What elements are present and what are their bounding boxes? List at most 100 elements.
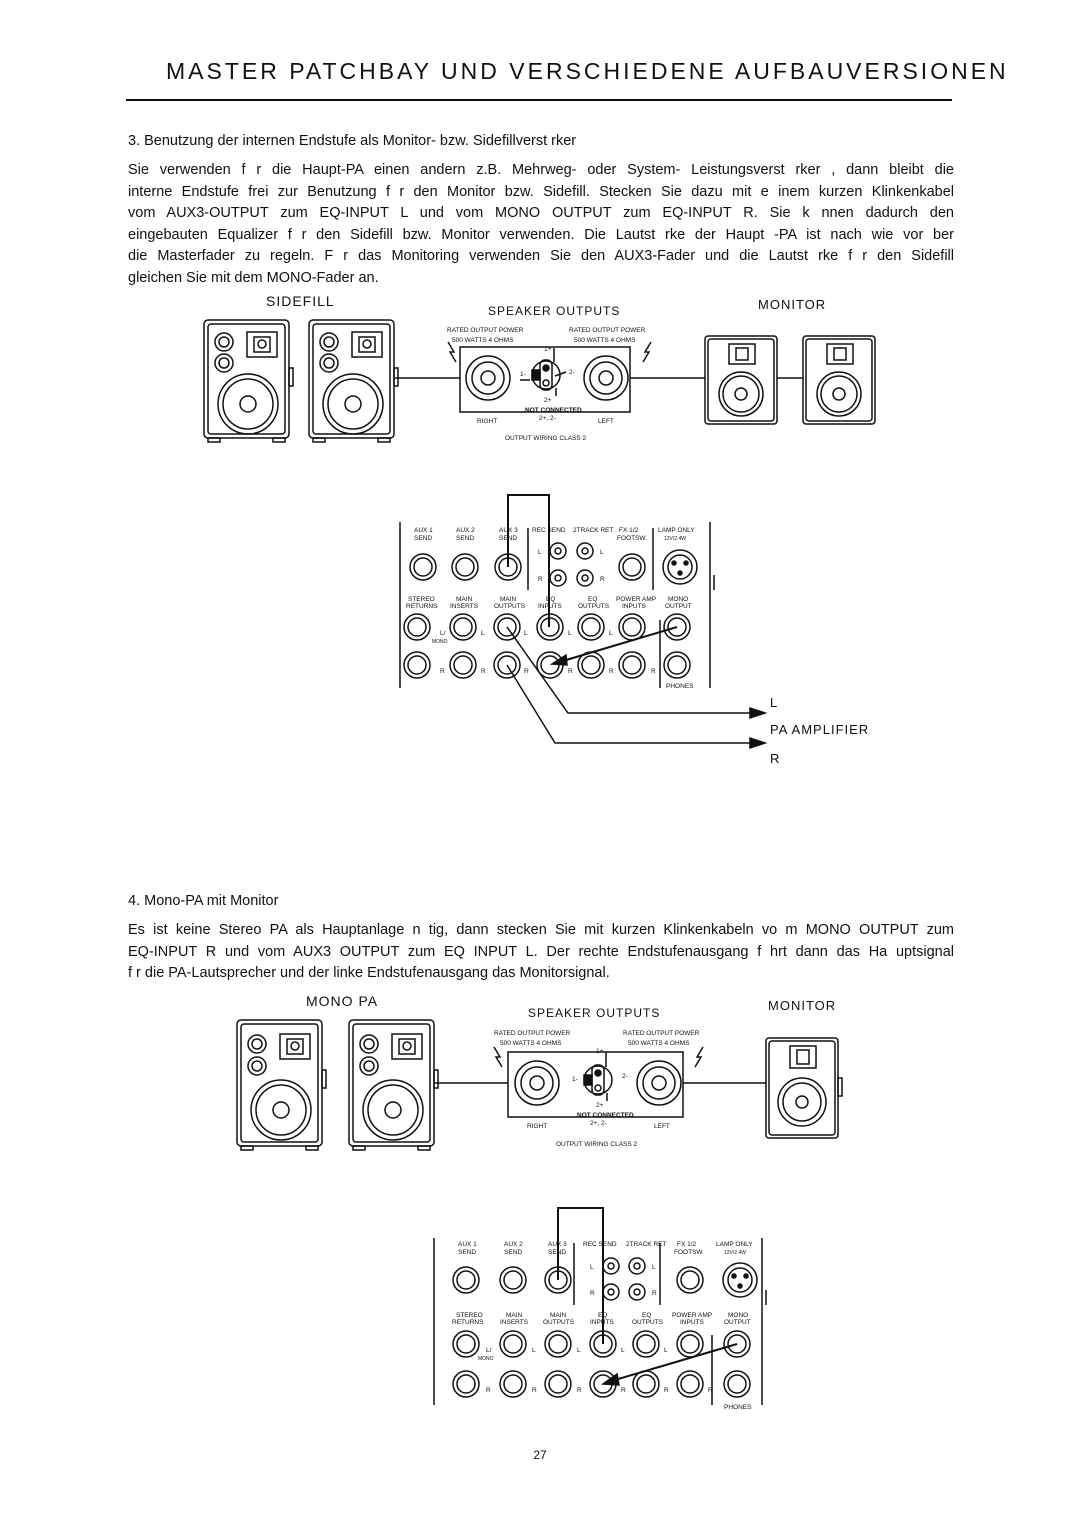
pin-1plus: 1+ [544, 346, 552, 353]
pin-2minus-2: 2- [622, 1073, 628, 1080]
section-3-line: interne Endstufe frei zur Benutzung f r … [128, 183, 954, 200]
label-left-2: LEFT [654, 1123, 670, 1130]
pb2-label: FX 1/2 [677, 1241, 697, 1248]
amp-label-r: R [770, 751, 779, 766]
pb1-label: INPUTS [622, 603, 647, 610]
pb2-label: INPUTS [680, 1319, 705, 1326]
watts-left-2: 500 WATTS 4 OHMS [500, 1040, 562, 1047]
amp-line-l [506, 626, 752, 714]
pb1-label: SEND [456, 535, 474, 542]
section-3-line: vom AUX3-OUTPUT zum EQ-INPUT L und vom M… [128, 205, 954, 221]
section-3-line: Sie verwenden f r die Haupt-PA einen and… [128, 162, 954, 178]
label-mono-pa: MONO PA [306, 993, 378, 1009]
pb2-r: R [532, 1387, 537, 1394]
pb1-label: OUTPUTS [578, 603, 610, 610]
nc-pins-2: 2+, 2- [590, 1120, 607, 1127]
patch-cable-mono-eq-2 [607, 1343, 738, 1383]
section-4-body: Es ist keine Stereo PA als Hauptanlage n… [128, 920, 954, 985]
pb1-l: L [609, 630, 613, 637]
pb1-label: 2TRACK RET [573, 527, 613, 534]
rated-left-2: RATED OUTPUT POWER [494, 1030, 571, 1037]
pb2-r: R [590, 1290, 595, 1297]
label-sidefill: SIDEFILL [266, 293, 335, 309]
amp-label-main: PA AMPLIFIER [770, 722, 869, 737]
pb2-label: OUTPUTS [543, 1319, 575, 1326]
title-rule [126, 99, 952, 101]
wiring-class-2: OUTPUT WIRING CLASS 2 [556, 1141, 638, 1148]
speaker-output-panel-2 [493, 1046, 704, 1118]
pb1-label: OUTPUTS [494, 603, 526, 610]
pb1-r: R [600, 576, 605, 583]
monitor-speaker-right [802, 335, 876, 425]
pb1-r: R [609, 668, 614, 675]
patch-cable-aux3-eq-2 [557, 1207, 604, 1344]
pb2-l: L [664, 1347, 668, 1354]
pb1-label: INPUTS [538, 603, 563, 610]
wiring-class: OUTPUT WIRING CLASS 2 [505, 435, 587, 442]
speaker-output-panel [447, 341, 652, 413]
pb2-l: L [577, 1347, 581, 1354]
watts-right: 500 WATTS 4 OHMS [574, 337, 636, 344]
page-number: 27 [533, 1448, 547, 1462]
watts-left: 500 WATTS 4 OHMS [452, 337, 514, 344]
pb1-r: R [568, 668, 573, 675]
pb2-label: INPUTS [590, 1319, 615, 1326]
pb1-label: RETURNS [406, 603, 438, 610]
pb2-r: R [652, 1290, 657, 1297]
pb1-label: AUX 1 [414, 527, 433, 534]
section-3-line: eingebauten Equalizer f r den Sidefill b… [128, 226, 954, 243]
pb2-label: STEREO [456, 1312, 483, 1319]
mono-pa-speaker-right [348, 1019, 439, 1151]
pb1-label: EQ [546, 596, 555, 603]
pb1-label: REC SEND [532, 527, 566, 534]
pb2-r: R [486, 1387, 491, 1394]
pb2-r: R [708, 1387, 713, 1394]
pb1-label: SEND [414, 535, 432, 542]
pb1-l: L [538, 549, 542, 556]
pb2-l: L [621, 1347, 625, 1354]
nc-pins: 2+, 2- [539, 415, 556, 422]
pb2-label: EQ [642, 1312, 651, 1319]
not-connected: NOT CONNECTED [525, 407, 582, 414]
pb2-label: REC SEND [583, 1241, 617, 1248]
label-monitor-2: MONITOR [768, 998, 836, 1013]
pb1-r: R [440, 668, 445, 675]
rated-right: RATED OUTPUT POWER [569, 327, 646, 334]
pb1-label: MAIN [500, 596, 517, 603]
section-3-body: Sie verwenden f r die Haupt-PA einen and… [128, 160, 954, 289]
pb1-l: L [568, 630, 572, 637]
label-speaker-outputs-2: SPEAKER OUTPUTS [528, 1006, 660, 1020]
pb2-label: RETURNS [452, 1319, 484, 1326]
section-3-line: die Masterfader zu regeln. F r das Monit… [128, 248, 954, 264]
pin-2plus: 2+ [544, 397, 552, 404]
monitor-speaker-2 [765, 1037, 843, 1139]
pb1-mono: MONO [432, 639, 448, 645]
pb1-l: L [524, 630, 528, 637]
amp-line-r [506, 664, 752, 744]
pb2-label: POWER AMP [672, 1312, 712, 1319]
pb2-l: L [532, 1347, 536, 1354]
pb1-r: R [481, 668, 486, 675]
pb2-label: AUX 2 [504, 1241, 523, 1248]
pb2-label: OUTPUTS [632, 1319, 664, 1326]
pb1-label: STEREO [408, 596, 435, 603]
pb2-label: OUTPUT [724, 1319, 751, 1326]
label-speaker-outputs: SPEAKER OUTPUTS [488, 304, 620, 318]
pb2-label: LAMP ONLY [716, 1241, 753, 1248]
patch-cable-mono-eq [555, 626, 678, 664]
pb2-label: MAIN [506, 1312, 523, 1319]
rated-right-2: RATED OUTPUT POWER [623, 1030, 700, 1037]
section-4-line: EQ-INPUT R und vom AUX3 OUTPUT zum EQ IN… [128, 943, 954, 960]
label-monitor: MONITOR [758, 297, 826, 312]
pb2-lmono: L/ [486, 1347, 492, 1354]
pb1-r: R [538, 576, 543, 583]
pb1-phones: PHONES [666, 683, 694, 690]
pb1-label: EQ [588, 596, 597, 603]
pb2-label: 2TRACK RET [626, 1241, 666, 1248]
pb1-r: R [524, 668, 529, 675]
pb2-mono: MONO [478, 1356, 494, 1362]
pb2-r: R [577, 1387, 582, 1394]
sidefill-speaker-left [203, 319, 294, 443]
pb2-label: INSERTS [500, 1319, 529, 1326]
pb2-label: FOOTSW. [674, 1249, 704, 1256]
